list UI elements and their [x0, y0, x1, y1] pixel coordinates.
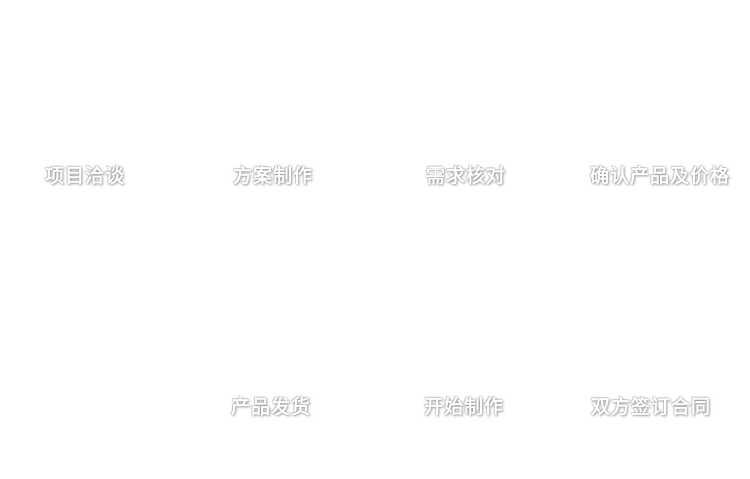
process-step-plan-creation: 方案制作: [233, 166, 314, 187]
process-step-product-shipment: 产品发货: [231, 397, 312, 418]
process-step-project-discussion: 项目洽谈: [45, 166, 126, 187]
process-step-confirm-product-price: 确认产品及价格: [590, 166, 731, 187]
process-step-requirement-check: 需求核对: [426, 166, 507, 187]
process-step-start-production: 开始制作: [424, 397, 505, 418]
process-step-sign-contract: 双方签订合同: [591, 397, 712, 418]
